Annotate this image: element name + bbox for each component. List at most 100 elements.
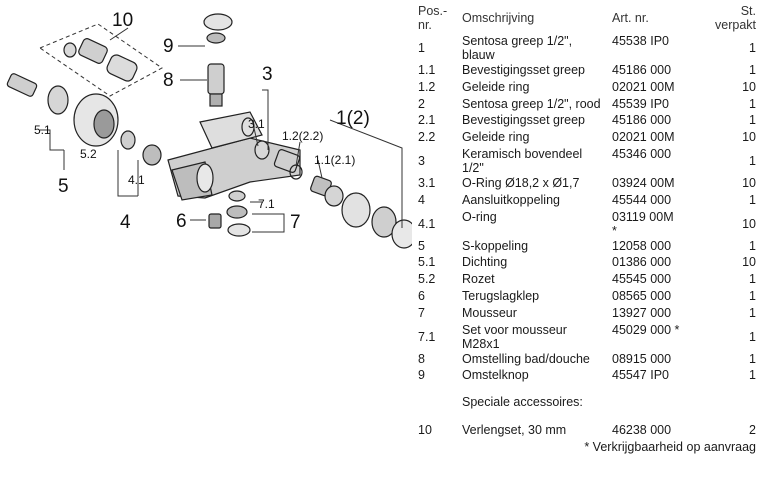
availability-footnote: * Verkrijgbaarheid op aanvraag xyxy=(584,439,756,454)
part-article-number: 45539 IP0 xyxy=(612,96,669,111)
part-article-number: 46238 000 xyxy=(612,423,672,438)
part-position: 4 xyxy=(418,192,425,207)
part-article-number: 01386 000 xyxy=(612,255,672,270)
callout-5-2: 5.2 xyxy=(80,147,97,161)
callout-4-1: 4.1 xyxy=(128,173,145,187)
part-description: Geleide ring xyxy=(462,130,530,145)
parts-row: 4 Aansluitkoppeling 45544 000 1 xyxy=(418,193,756,210)
part-quantity: 10 xyxy=(742,175,756,190)
part-article-number: 12058 000 xyxy=(612,238,672,253)
part-position: 10 xyxy=(418,423,432,438)
callout-1-1-2-1: 1.1(2.1) xyxy=(314,153,355,167)
part-quantity: 10 xyxy=(742,130,756,145)
part-article-number: 45544 000 xyxy=(612,192,672,207)
part-description: Terugslagklep xyxy=(462,288,540,303)
part-position: 5.2 xyxy=(418,272,436,287)
part-quantity: 1 xyxy=(749,153,756,168)
callout-3: 3 xyxy=(262,64,273,85)
part-article-number: 02021 00M xyxy=(612,130,675,145)
part-article-number: 45545 000 xyxy=(612,272,672,287)
part-article-number: 02021 00M xyxy=(612,79,675,94)
callout-6: 6 xyxy=(176,211,187,232)
part-quantity: 1 xyxy=(749,113,756,128)
extension-set-box xyxy=(38,23,163,97)
faucet-body xyxy=(167,111,301,201)
part-article-number: 03119 00M* xyxy=(612,209,674,238)
part-position: 1.1 xyxy=(418,63,436,77)
part-position: 4.1 xyxy=(418,216,436,231)
part-description: Sentosa greep 1/2", rood xyxy=(462,96,601,111)
part-position: 1 xyxy=(418,41,425,55)
part-position: 3.1 xyxy=(418,175,436,190)
header-quantity: St. verpakt xyxy=(715,4,756,32)
part-article-number: 45547 IP0 xyxy=(612,368,669,383)
part-quantity: 10 xyxy=(742,216,756,231)
callout-9: 9 xyxy=(163,36,174,57)
callout-1-2-2-2: 1.2(2.2) xyxy=(282,129,323,143)
parts-list-header: Pos.- nr. Omschrijving Art. nr. St. verp… xyxy=(418,4,756,34)
callout-4: 4 xyxy=(120,212,131,233)
part-description: Verlengset, 30 mm xyxy=(462,423,567,438)
header-description: Omschrijving xyxy=(462,11,535,25)
part-description: Rozet xyxy=(462,272,495,287)
part-description: Aansluitkoppeling xyxy=(462,192,560,207)
part-description: Omstelknop xyxy=(462,368,529,383)
callout-7: 7 xyxy=(290,212,301,233)
part-position: 5.1 xyxy=(418,255,436,270)
part-position: 6 xyxy=(418,288,425,303)
part-quantity: 1 xyxy=(749,329,756,344)
part-quantity: 10 xyxy=(742,79,756,94)
part-quantity: 1 xyxy=(749,96,756,111)
part-quantity: 1 xyxy=(749,238,756,253)
part-article-number: 13927 000 xyxy=(612,305,672,320)
header-article-number: Art. nr. xyxy=(612,11,649,25)
part-quantity: 1 xyxy=(749,272,756,287)
callout-10: 10 xyxy=(112,10,133,31)
part-article-number: 45029 000 * xyxy=(612,322,680,337)
part-position: 2.1 xyxy=(418,113,436,128)
part-description: Bevestigingsset greep xyxy=(462,113,585,128)
callout-labels: 10 9 8 3 1(2) 5.1 5.2 5 3.1 1.2(2.2) 1.1… xyxy=(34,10,370,233)
aerator-parts xyxy=(208,190,251,237)
part-article-number: 45346 000 xyxy=(612,146,672,161)
callout-8: 8 xyxy=(163,70,174,91)
part-position: 7.1 xyxy=(418,329,436,344)
part-article-number: 45186 000 xyxy=(612,63,672,77)
part-quantity: 1 xyxy=(749,192,756,207)
part-description: Dichting xyxy=(462,255,508,270)
part-quantity: 1 xyxy=(749,63,756,77)
part-position: 2.2 xyxy=(418,130,436,145)
parts-row: 6 Terugslagklep 08565 000 1 xyxy=(418,289,756,306)
part-quantity: 1 xyxy=(749,351,756,366)
exploded-parts-diagram: 10 9 8 3 1(2) 5.1 5.2 5 3.1 1.2(2.2) 1.1… xyxy=(6,10,412,249)
left-coupling-parts xyxy=(6,73,162,166)
diverter-parts xyxy=(203,13,233,107)
callout-7-1: 7.1 xyxy=(258,197,275,211)
part-article-number: 45538 IP0 xyxy=(612,34,669,48)
part-article-number: 08565 000 xyxy=(612,288,672,303)
part-description: Sentosa greep 1/2",blauw xyxy=(462,34,573,62)
part-position: 1.2 xyxy=(418,79,436,94)
part-position: 8 xyxy=(418,351,425,366)
part-description: O-Ring Ø18,2 x Ø1,7 xyxy=(462,175,580,190)
leader-lines xyxy=(40,27,403,233)
part-quantity: 1 xyxy=(749,305,756,320)
callout-3-1: 3.1 xyxy=(248,117,265,131)
part-description: S-koppeling xyxy=(462,238,529,253)
part-quantity: 1 xyxy=(749,288,756,303)
part-position: 7 xyxy=(418,305,425,320)
part-position: 9 xyxy=(418,368,425,383)
